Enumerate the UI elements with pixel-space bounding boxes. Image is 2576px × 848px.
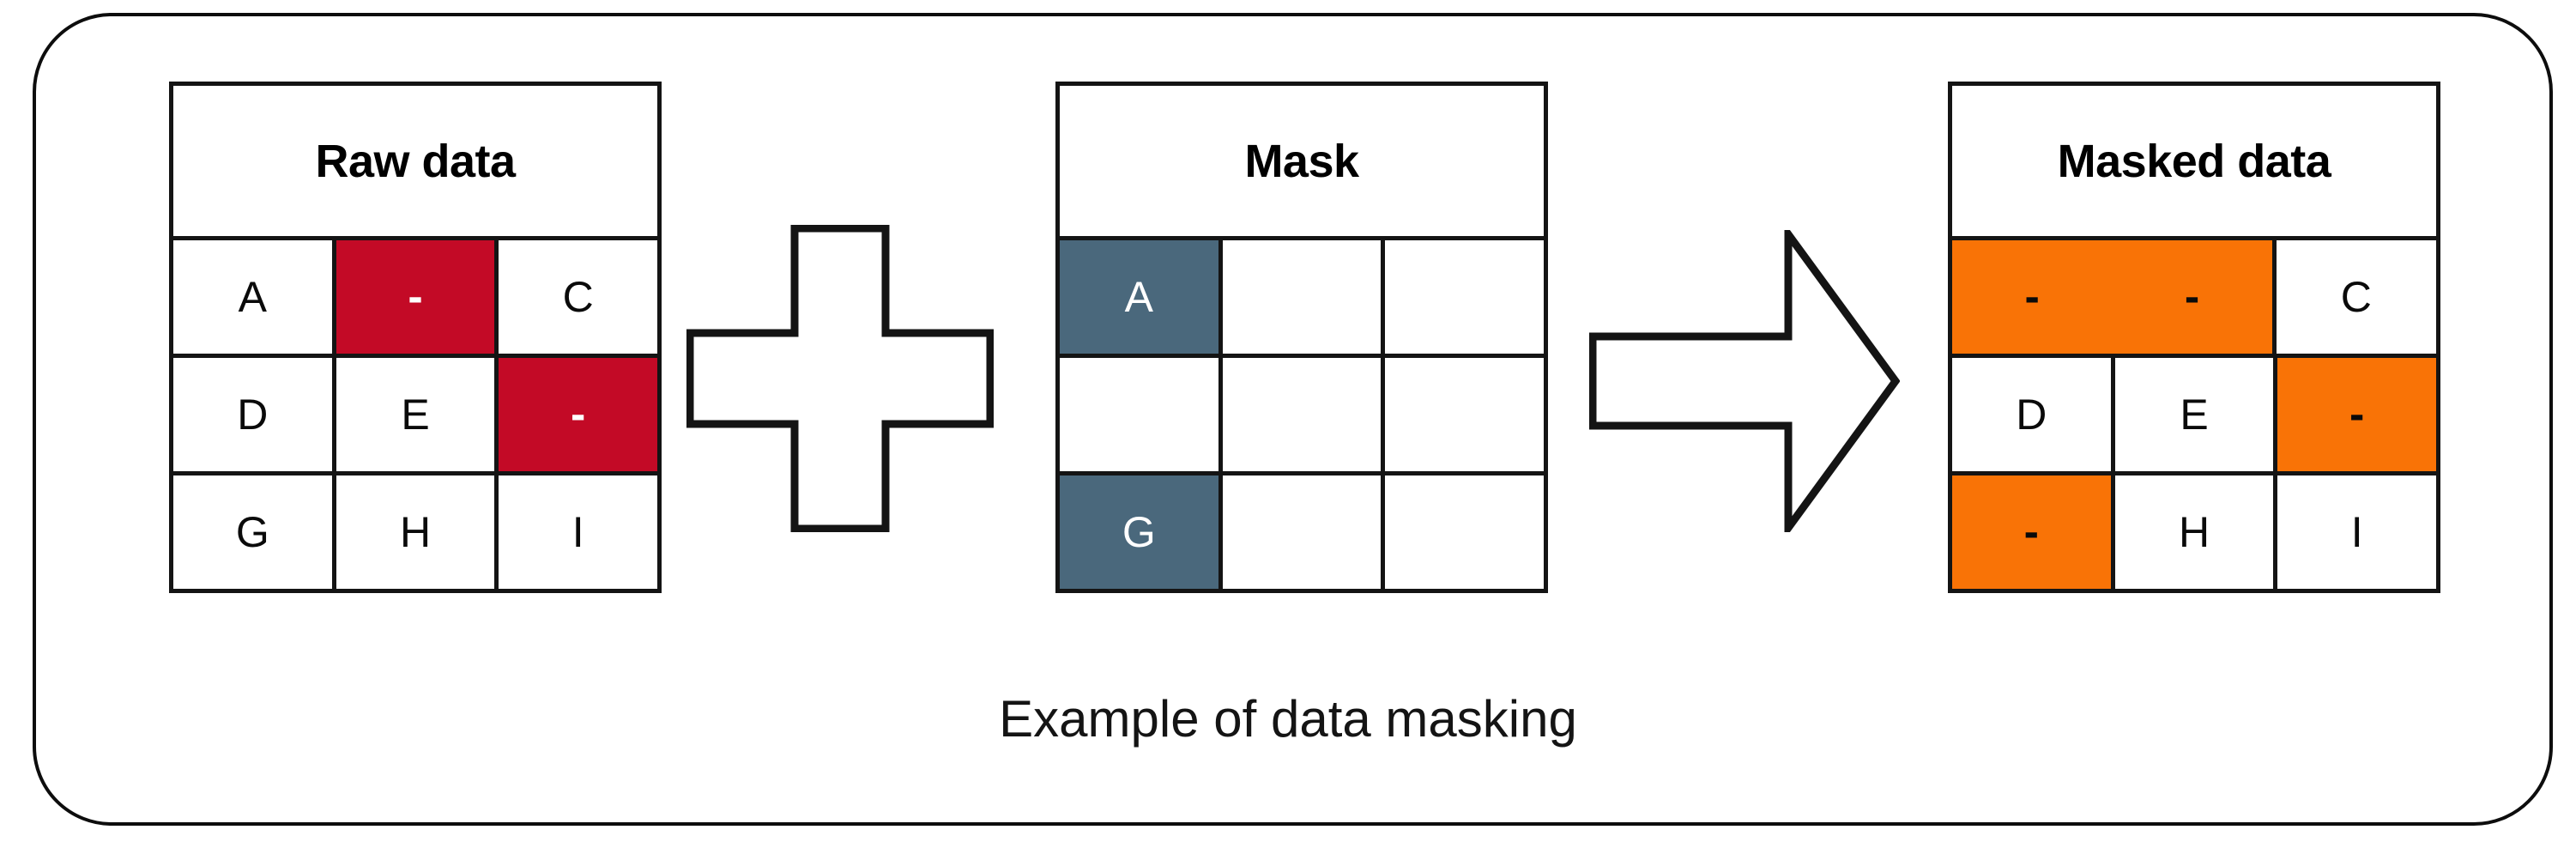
outer-rounded-frame	[33, 13, 2553, 826]
cell-mask-r1c1	[1222, 358, 1386, 471]
cell-masked-r2c2: I	[2277, 475, 2437, 589]
cell-raw-r2c0: G	[173, 475, 336, 589]
cell-raw-r2c1: H	[336, 475, 499, 589]
masked-data-body: - - C D E - - H I	[1952, 240, 2437, 589]
cell-raw-r0c0: A	[173, 240, 336, 354]
raw-data-title: Raw data	[315, 135, 516, 187]
mask-title-row: Mask	[1060, 86, 1544, 240]
cell-mask-r0c1	[1222, 240, 1386, 354]
table-row: D E -	[173, 358, 658, 475]
table-row: A	[1060, 240, 1545, 358]
cell-mask-r2c2	[1385, 475, 1545, 589]
table-row: - - C	[1952, 240, 2436, 358]
mask-body: A G	[1060, 240, 1545, 589]
raw-data-title-row: Raw data	[173, 86, 657, 240]
cell-mask-r0c2	[1385, 240, 1545, 354]
table-row: - H I	[1952, 475, 2437, 589]
cell-masked-r1c1: E	[2114, 358, 2278, 471]
raw-data-body: A - C D E - G H I	[173, 240, 658, 589]
cell-mask-r2c0: G	[1060, 475, 1223, 589]
plus-icon	[686, 224, 995, 533]
cell-masked-r0c2: C	[2276, 240, 2436, 354]
table-row	[1060, 358, 1545, 475]
cell-mask-r1c0	[1060, 358, 1223, 471]
figure-caption: Example of data masking	[999, 690, 1577, 748]
mask-table: Mask A G	[1055, 82, 1548, 593]
table-row: D E -	[1952, 358, 2437, 475]
masked-data-table: Masked data - - C D E - - H I	[1948, 82, 2440, 593]
cell-masked-r1c2: -	[2277, 358, 2437, 471]
cell-masked-r2c1: H	[2114, 475, 2278, 589]
table-row: G H I	[173, 475, 658, 589]
masked-data-title: Masked data	[2057, 135, 2331, 187]
cell-raw-r0c2: C	[499, 240, 658, 354]
cell-raw-r1c2: -	[499, 358, 658, 471]
masked-data-title-row: Masked data	[1952, 86, 2436, 240]
right-arrow-icon	[1588, 222, 1901, 540]
raw-data-table: Raw data A - C D E - G H I	[169, 82, 662, 593]
cell-raw-r1c0: D	[173, 358, 336, 471]
cell-mask-r2c1	[1222, 475, 1386, 589]
cell-masked-r0c0: -	[1952, 240, 2113, 354]
cell-masked-r2c0: -	[1952, 475, 2115, 589]
cell-masked-r1c0: D	[1952, 358, 2115, 471]
table-row: A - C	[173, 240, 658, 358]
cell-raw-r0c1: -	[336, 240, 499, 354]
cell-mask-r0c0: A	[1060, 240, 1223, 354]
table-row: G	[1060, 475, 1545, 589]
mask-title: Mask	[1244, 135, 1359, 187]
cell-masked-r0c1: -	[2112, 240, 2277, 354]
cell-mask-r1c2	[1385, 358, 1545, 471]
cell-raw-r2c2: I	[499, 475, 658, 589]
cell-raw-r1c1: E	[336, 358, 499, 471]
